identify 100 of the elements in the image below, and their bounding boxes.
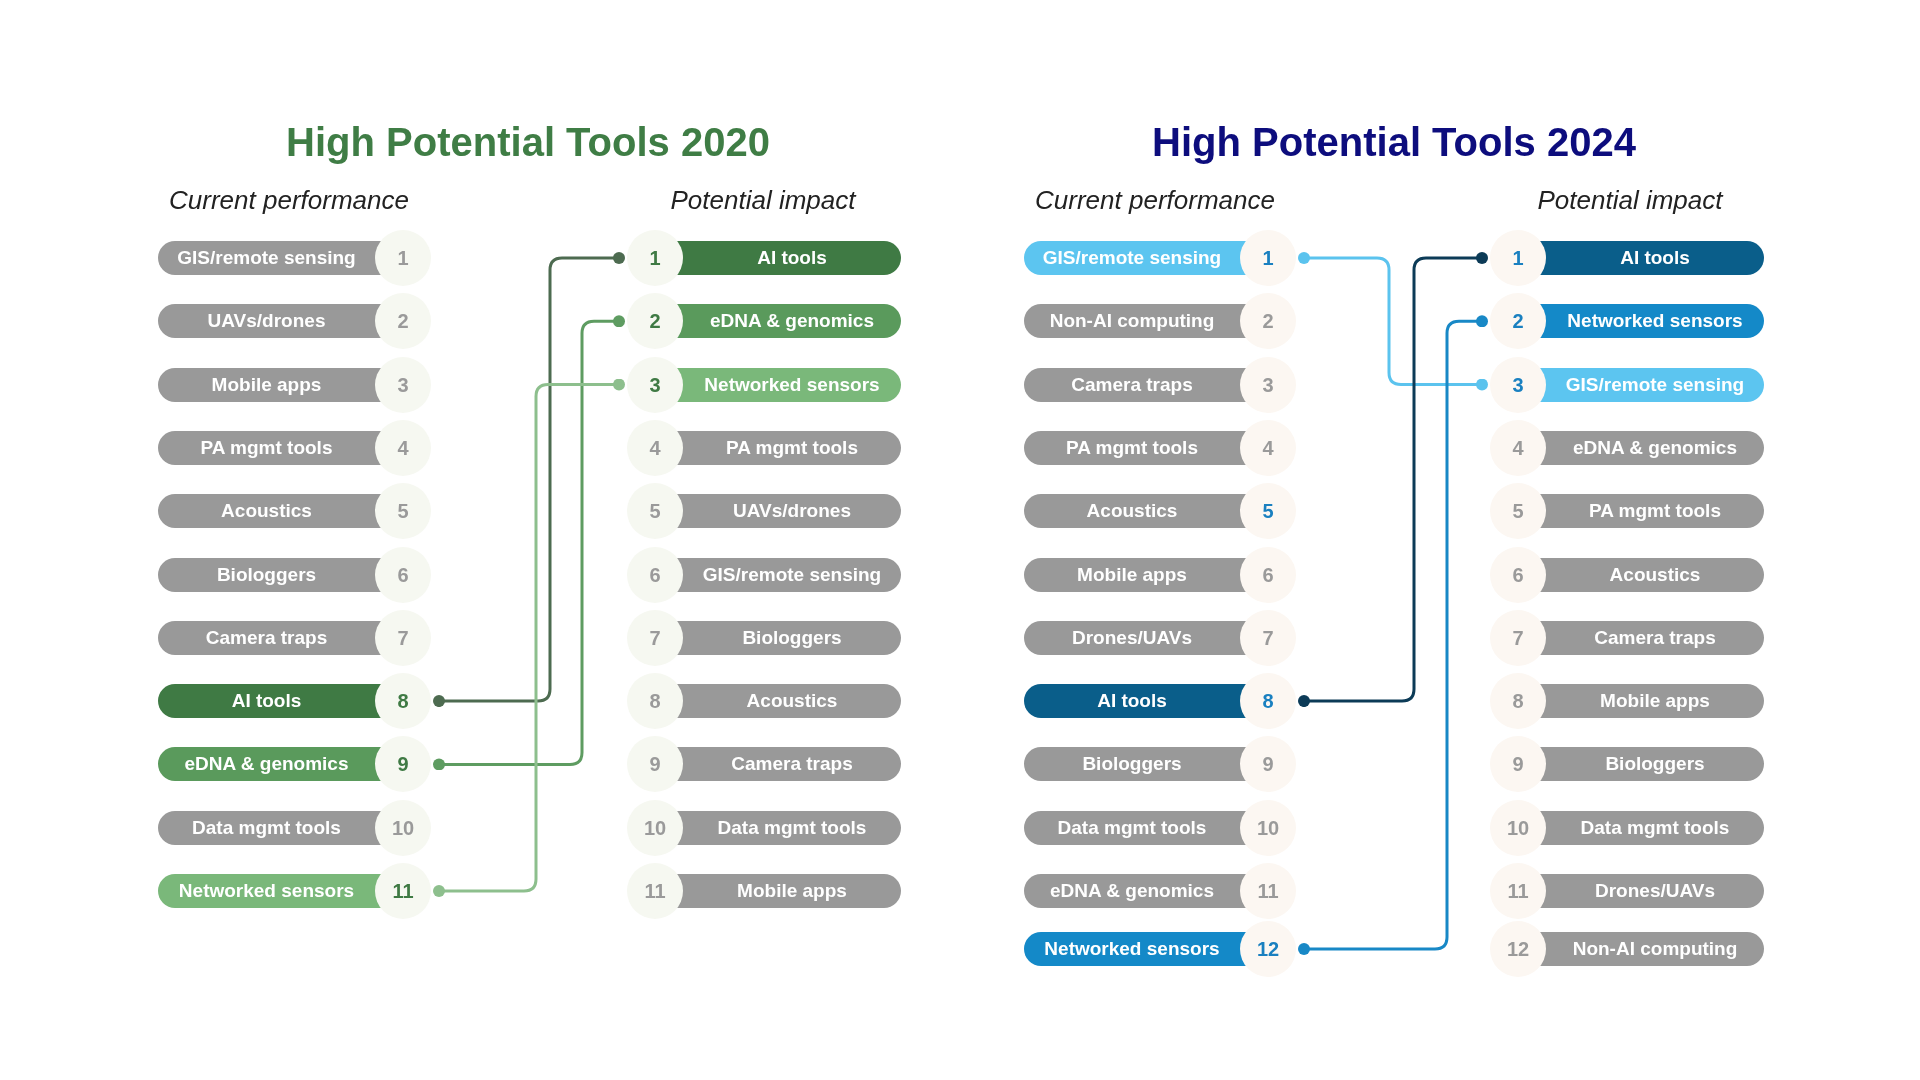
rank-circle: 10 <box>1490 799 1546 856</box>
rank-circle: 6 <box>375 546 431 603</box>
rank-circle: 8 <box>1490 673 1546 730</box>
tool-pill: Camera traps <box>1540 620 1764 655</box>
tool-pill: Networked sensors <box>158 874 381 908</box>
rank-circle: 1 <box>1490 230 1546 286</box>
tool-pill: PA mgmt tools <box>158 430 381 465</box>
rank-circle: 5 <box>375 483 431 540</box>
connector-line <box>1298 252 1488 391</box>
rank-circle: 4 <box>375 419 431 476</box>
tool-pill: eDNA & genomics <box>1024 874 1246 908</box>
rank-circle: 4 <box>1490 419 1546 476</box>
rank-circle: 2 <box>627 293 683 350</box>
panel-title: High Potential Tools 2020 <box>286 119 770 165</box>
rank-circle: 10 <box>627 799 683 856</box>
rank-circle: 2 <box>1240 293 1296 350</box>
connector-line <box>1298 315 1488 955</box>
tool-pill: Biologgers <box>1024 747 1246 782</box>
rank-circle: 9 <box>627 736 683 793</box>
column-heading: Current performance <box>169 184 409 216</box>
tool-pill: AI tools <box>158 684 381 719</box>
tool-pill: Data mgmt tools <box>1540 810 1764 845</box>
tool-pill: GIS/remote sensing <box>1540 367 1764 402</box>
tool-pill: Data mgmt tools <box>158 810 381 845</box>
rank-circle: 1 <box>1240 230 1296 286</box>
rank-circle: 8 <box>375 673 431 730</box>
connector-line <box>433 252 625 708</box>
rank-circle: 8 <box>1240 673 1296 730</box>
rank-circle: 10 <box>375 799 431 856</box>
tool-pill: Drones/UAVs <box>1540 874 1764 908</box>
rank-circle: 11 <box>1240 863 1296 919</box>
tool-pill: Drones/UAVs <box>1024 620 1246 655</box>
column-heading: Potential impact <box>1537 184 1723 216</box>
rank-circle: 3 <box>1240 356 1296 413</box>
column-heading: Current performance <box>1035 184 1275 216</box>
rank-circle: 3 <box>627 356 683 413</box>
tool-pill: Acoustics <box>1540 557 1764 592</box>
tool-pill: eDNA & genomics <box>677 304 901 339</box>
tool-pill: Networked sensors <box>677 367 901 402</box>
tool-pill: Biologgers <box>158 557 381 592</box>
tool-pill: PA mgmt tools <box>1024 430 1246 465</box>
connector-line <box>1298 252 1488 708</box>
tool-pill: Camera traps <box>677 747 901 782</box>
rank-circle: 3 <box>1490 356 1546 413</box>
rank-circle: 11 <box>1490 863 1546 919</box>
tool-pill: eDNA & genomics <box>158 747 381 782</box>
tool-pill: Data mgmt tools <box>677 810 901 845</box>
rank-circle: 6 <box>627 546 683 603</box>
tool-pill: Non-AI computing <box>1024 304 1246 339</box>
rank-circle: 9 <box>1490 736 1546 793</box>
tool-pill: UAVs/drones <box>158 304 381 339</box>
rank-circle: 5 <box>627 483 683 540</box>
tool-pill: Camera traps <box>158 620 381 655</box>
tool-pill: Mobile apps <box>158 367 381 402</box>
tool-pill: Mobile apps <box>677 874 901 908</box>
rank-circle: 11 <box>375 863 431 919</box>
tool-pill: GIS/remote sensing <box>158 241 381 275</box>
tool-pill: Biologgers <box>677 620 901 655</box>
rank-circle: 12 <box>1490 921 1546 977</box>
tool-pill: GIS/remote sensing <box>1024 241 1246 275</box>
tool-pill: eDNA & genomics <box>1540 430 1764 465</box>
rank-circle: 7 <box>1240 609 1296 666</box>
connector-line <box>433 315 625 771</box>
rank-circle: 12 <box>1240 921 1296 977</box>
rank-circle: 3 <box>375 356 431 413</box>
tool-pill: Acoustics <box>158 494 381 529</box>
tool-pill: Mobile apps <box>1540 684 1764 719</box>
tool-pill: AI tools <box>1024 684 1246 719</box>
rank-circle: 4 <box>1240 419 1296 476</box>
rank-circle: 6 <box>1240 546 1296 603</box>
tool-pill: Networked sensors <box>1540 304 1764 339</box>
tool-pill: Networked sensors <box>1024 932 1246 966</box>
rank-circle: 5 <box>1240 483 1296 540</box>
rank-circle: 11 <box>627 863 683 919</box>
tool-pill: UAVs/drones <box>677 494 901 529</box>
panel-title: High Potential Tools 2024 <box>1152 119 1636 165</box>
tool-pill: Acoustics <box>677 684 901 719</box>
rank-circle: 7 <box>627 609 683 666</box>
tool-pill: Non-AI computing <box>1540 932 1764 966</box>
tool-pill: AI tools <box>677 241 901 275</box>
rank-circle: 9 <box>1240 736 1296 793</box>
tool-pill: Biologgers <box>1540 747 1764 782</box>
tool-pill: AI tools <box>1540 241 1764 275</box>
column-heading: Potential impact <box>670 184 856 216</box>
tool-pill: Camera traps <box>1024 367 1246 402</box>
rank-circle: 8 <box>627 673 683 730</box>
tool-pill: GIS/remote sensing <box>677 557 901 592</box>
rank-circle: 10 <box>1240 799 1296 856</box>
rank-circle: 2 <box>1490 293 1546 350</box>
rank-circle: 6 <box>1490 546 1546 603</box>
rank-circle: 7 <box>375 609 431 666</box>
rank-circle: 1 <box>627 230 683 286</box>
rank-circle: 1 <box>375 230 431 286</box>
rank-circle: 9 <box>375 736 431 793</box>
rank-circle: 2 <box>375 293 431 350</box>
tool-pill: PA mgmt tools <box>1540 494 1764 529</box>
tool-pill: Mobile apps <box>1024 557 1246 592</box>
tool-pill: Data mgmt tools <box>1024 810 1246 845</box>
rank-circle: 7 <box>1490 609 1546 666</box>
rank-circle: 5 <box>1490 483 1546 540</box>
